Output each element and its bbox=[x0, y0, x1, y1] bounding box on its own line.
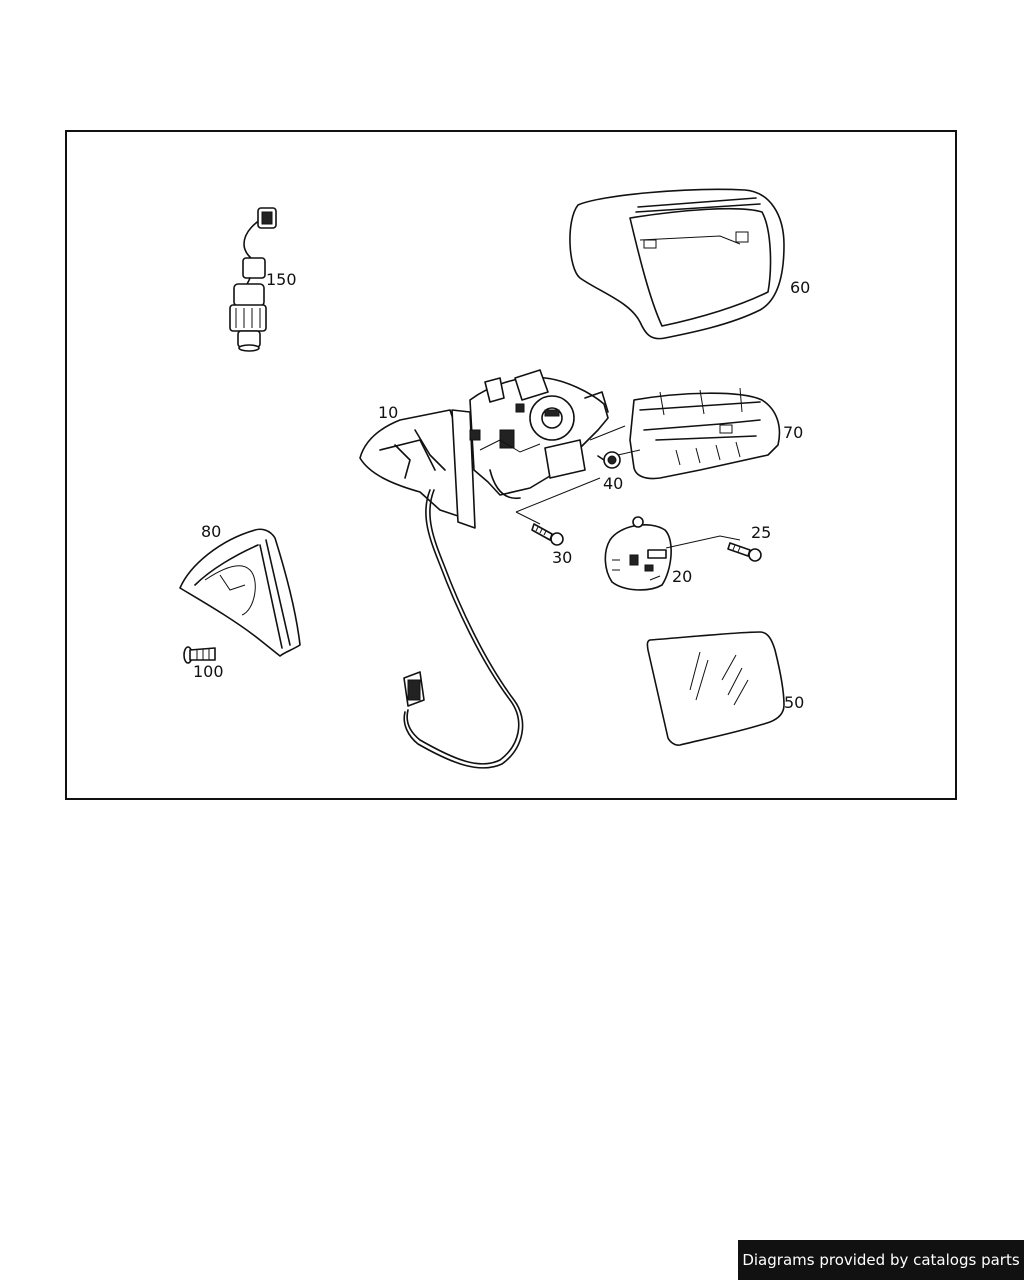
label-100: 100 bbox=[193, 662, 224, 681]
label-150: 150 bbox=[266, 270, 297, 289]
part-70-mirror-cap[interactable] bbox=[629, 387, 781, 480]
credit-banner: Diagrams provided by catalogs parts bbox=[738, 1240, 1024, 1280]
part-25-screw[interactable] bbox=[727, 542, 762, 562]
part-50-mirror-glass[interactable] bbox=[646, 631, 785, 746]
part-20-adjustment-motor[interactable] bbox=[604, 516, 741, 591]
part-60-housing-cover[interactable] bbox=[569, 188, 785, 340]
label-25: 25 bbox=[751, 523, 771, 542]
part-10-mirror-base-assembly[interactable] bbox=[359, 369, 609, 529]
part-30-screw[interactable] bbox=[515, 477, 601, 546]
part-100-screw[interactable] bbox=[183, 646, 216, 664]
label-80: 80 bbox=[201, 522, 221, 541]
part-80-turn-signal[interactable] bbox=[179, 528, 301, 657]
part-150-connector[interactable] bbox=[229, 207, 277, 352]
label-50: 50 bbox=[784, 693, 804, 712]
label-60: 60 bbox=[790, 278, 810, 297]
label-20: 20 bbox=[672, 567, 692, 586]
label-10: 10 bbox=[378, 403, 398, 422]
part-10-cable-harness bbox=[403, 489, 524, 769]
part-40-nut[interactable] bbox=[589, 425, 641, 469]
label-30: 30 bbox=[552, 548, 572, 567]
label-40: 40 bbox=[603, 474, 623, 493]
label-70: 70 bbox=[783, 423, 803, 442]
